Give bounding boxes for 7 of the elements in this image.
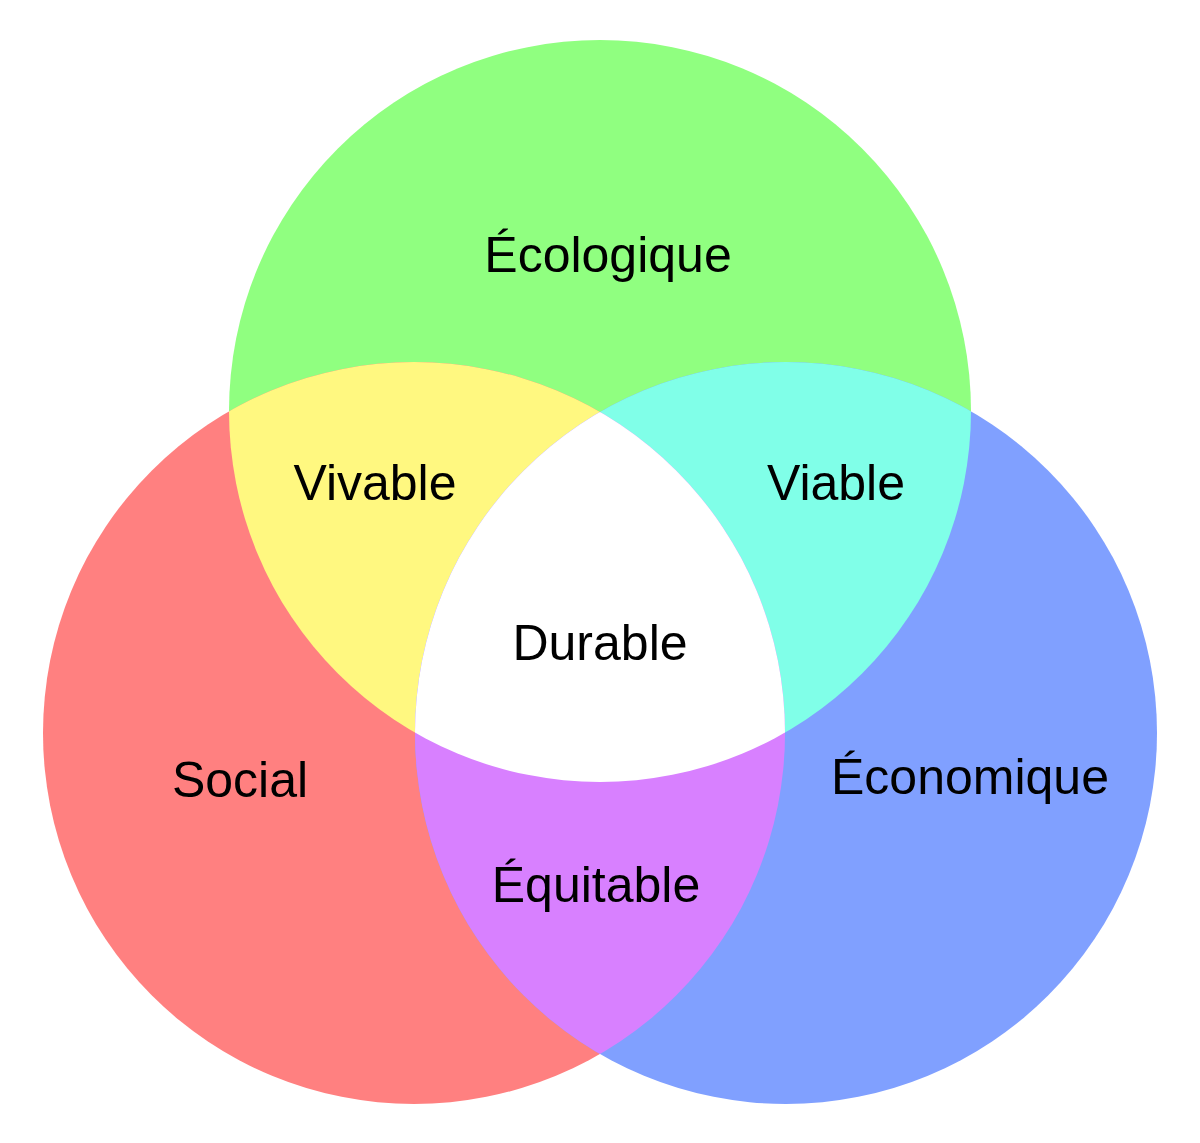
overlap-label: Équitable	[491, 857, 701, 913]
circle-label: Économique	[831, 749, 1109, 805]
overlap-label: Viable	[766, 455, 906, 511]
circle-label: Social	[171, 752, 309, 808]
overlap-label: Vivable	[293, 455, 457, 511]
overlap-label: Durable	[512, 615, 688, 671]
circle-label: Écologique	[484, 227, 732, 283]
